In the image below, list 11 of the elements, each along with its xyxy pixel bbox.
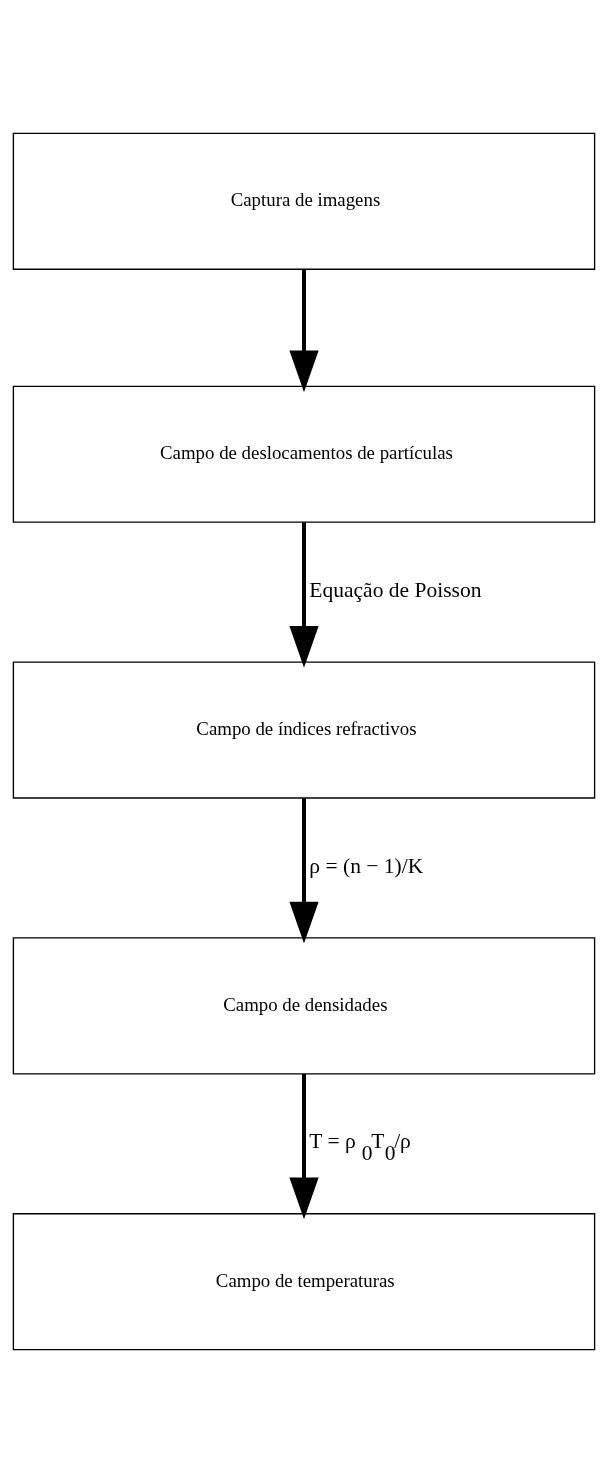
node-box: Campo de índices refractivos (12, 661, 596, 799)
edge-label: ρ = (n − 1)/K (309, 854, 424, 879)
node-box: Campo de temperaturas (12, 1213, 596, 1351)
arrow (289, 798, 319, 944)
arrow (289, 1074, 319, 1220)
arrow (289, 269, 319, 393)
arrow (289, 522, 319, 668)
node-box: Captura de imagens (12, 132, 596, 270)
node-box: Campo de deslocamentos de partículas (12, 385, 596, 523)
edge-label: Equação de Poisson (309, 578, 482, 603)
node-box: Campo de densidades (12, 937, 596, 1075)
